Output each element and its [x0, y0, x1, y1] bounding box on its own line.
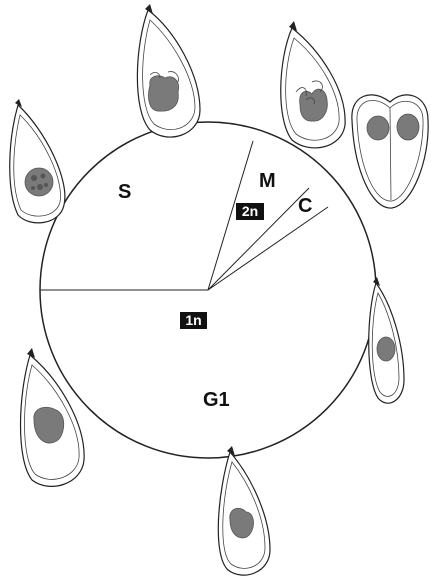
nucleus-icon [366, 115, 390, 141]
cell-c-phase [351, 94, 429, 209]
nucleus-icon [396, 113, 420, 141]
nucleus-icon [24, 167, 54, 197]
nucleus-icon [229, 507, 254, 539]
beak-icon [145, 4, 153, 14]
cell-m-phase [280, 21, 346, 149]
nucleus-icon [376, 336, 396, 362]
cell-g1-late [19, 348, 85, 487]
cell-g1-early [368, 277, 405, 404]
ploidy-badge-1n: 1n [180, 312, 207, 329]
divider-s-m [207, 140, 254, 291]
divider-m-c [207, 187, 310, 291]
phase-label-c: C [298, 195, 312, 217]
cell-s-phase [9, 99, 66, 224]
nucleus-icon [148, 75, 179, 112]
beak-icon [15, 99, 22, 107]
svg-text:2n: 2n [242, 203, 258, 219]
nucleus-icon [33, 406, 65, 444]
phase-label-g1: G1 [203, 389, 230, 411]
svg-text:1n: 1n [185, 312, 201, 328]
phase-label-s: S [118, 181, 131, 203]
divider-c-g1 [207, 206, 329, 291]
ploidy-badge-2n: 2n [236, 203, 264, 220]
nucleus-icon [299, 88, 328, 122]
beak-icon [227, 446, 235, 456]
beak-icon [289, 21, 297, 31]
beak-icon [373, 277, 380, 286]
beak-icon [27, 348, 35, 358]
phase-label-m: M [259, 170, 276, 192]
cell-g1-mid [217, 446, 271, 576]
cell-g2-phase [136, 4, 201, 138]
